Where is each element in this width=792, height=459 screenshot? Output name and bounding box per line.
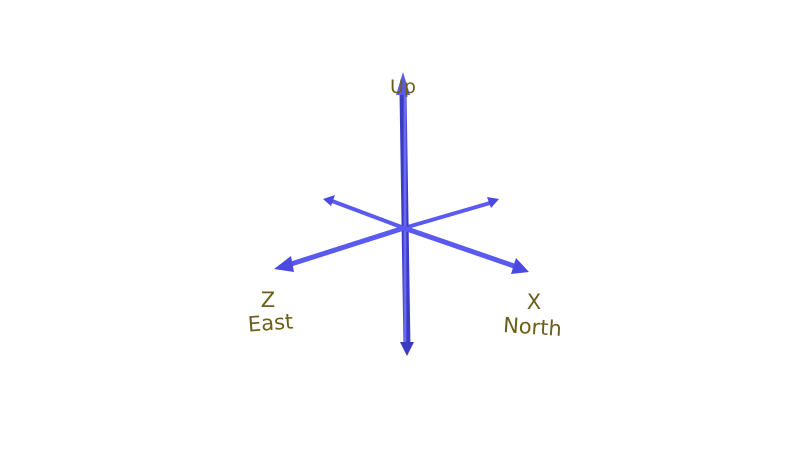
axis-minus-x <box>323 195 406 230</box>
axis-down-arrowhead <box>400 342 414 356</box>
axis-minus-z <box>402 197 499 230</box>
axis-x-letter: X <box>527 290 541 314</box>
axis-up-arrowhead <box>396 72 410 95</box>
axis-z-arrowhead <box>274 256 294 272</box>
axis-x <box>401 225 529 274</box>
axis-up <box>396 72 414 356</box>
axis-z-letter: Z <box>261 288 275 312</box>
axis-z-direction: East <box>247 309 294 336</box>
axis-minus-x-arrowhead <box>323 195 335 206</box>
axis-x-direction: North <box>502 313 562 341</box>
axis-minus-z-arrowhead <box>487 197 499 208</box>
axis-z <box>274 225 407 272</box>
axis-x-arrowhead <box>511 258 529 274</box>
axis-up-label: Up <box>390 76 416 98</box>
